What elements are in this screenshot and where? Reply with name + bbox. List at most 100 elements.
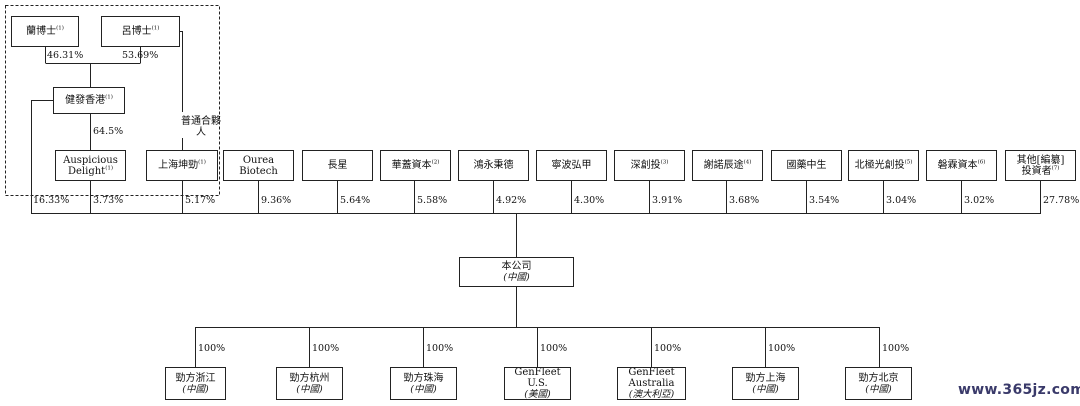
shareholder-box-other-investors: 其他[編纂] 投資者(7) [1005,150,1076,181]
shareholder-name-line2: Delight [68,165,106,177]
pct-hongyong-bingde: 4.92% [496,195,527,206]
founder-box-lan: 蘭博士(1) [11,16,79,47]
shareholder-note: (3) [660,159,669,166]
subsidiary-box-hangzhou: 勁方杭州 (中國) [276,367,343,400]
subsidiary-box-genfleet-australia: GenFleet Australia (澳大利亞) [617,367,686,400]
pct-panlin-capital: 3.02% [964,195,995,206]
shareholder-box-ourea-biotech: Ourea Biotech [223,150,294,181]
subsidiary-jurisdiction: (中國) [410,383,437,395]
shareholder-note: (2) [431,159,440,166]
subsidiary-name-line2: Australia [628,378,675,389]
shareholder-box-shenzhen-capital: 深創投(3) [614,150,685,181]
pct-sinopharm-zhongsheng: 3.54% [809,195,840,206]
shareholder-note: (4) [743,159,752,166]
pct-northern-light: 3.04% [886,195,917,206]
pct-jianfa-company: 16.33% [33,195,70,206]
pct-ourea-biotech: 9.36% [261,195,292,206]
shareholder-box-shanghai-kunjin: 上海坤勁(1) [146,150,218,181]
shareholder-note: (5) [904,159,913,166]
pct-lan-jianfa: 46.31% [47,50,84,61]
founder-name-lan: 蘭博士 [26,26,57,37]
shareholder-box-auspicious-delight: Auspicious Delight(1) [55,150,126,181]
pct-changxing: 5.64% [340,195,371,206]
company-box: 本公司 (中國) [459,257,574,287]
shareholder-note: (6) [977,159,986,166]
jianfa-hk-note: (1) [105,94,113,101]
subsidiary-jurisdiction: (中國) [182,383,209,395]
shareholder-name: 鴻永秉德 [473,160,514,171]
shareholder-box-northern-light: 北極光創投(5) [848,150,919,181]
subsidiary-name: 勁方珠海 [403,372,444,384]
pct-lu-jianfa: 53.69% [122,50,159,61]
pct-ningbo-hongjia: 4.30% [574,195,605,206]
watermark: www.365jz.com [958,382,1080,398]
company-name: 本公司 [501,261,532,272]
shareholder-box-panlin-capital: 磐霖資本(6) [926,150,997,181]
founder-note-lu: (1) [151,25,160,32]
shareholder-note: (1) [105,165,113,172]
shareholder-name-line2: 投資者 [1021,165,1052,177]
company-jurisdiction: (中國) [503,272,530,283]
shareholder-name: 謝諾辰途 [703,160,744,171]
shareholder-name-line1: Auspicious [63,154,118,166]
shareholder-box-changxing: 長星 [302,150,373,181]
pct-shanghai-kunjin: 5.17% [185,195,216,206]
shareholder-box-hongyong-bingde: 鴻永秉德 [458,150,529,181]
founder-name-lu: 呂博士 [121,26,152,37]
shareholder-name-line2: Biotech [239,165,278,177]
founder-group-border [5,5,220,196]
pct-sub-hangzhou: 100% [312,343,340,354]
founder-note-lan: (1) [56,25,64,32]
jianfa-hk-name: 健發香港 [65,95,106,106]
shareholder-box-sinopharm-zhongsheng: 國藥中生 [771,150,842,181]
general-partner-label: 普通合夥人 [181,116,221,138]
subsidiary-jurisdiction: (中國) [752,383,779,395]
pct-sub-genfleet-us: 100% [540,343,568,354]
subsidiary-name: 勁方浙江 [175,372,216,384]
founder-box-lu: 呂博士(1) [101,16,180,47]
subsidiary-box-zhejiang: 勁方浙江 (中國) [165,367,226,400]
pct-shenzhen-capital: 3.91% [652,195,683,206]
subsidiary-box-zhuhai: 勁方珠海 (中國) [390,367,457,400]
shareholder-name-line1: Ourea [242,154,275,166]
subsidiary-jurisdiction: (中國) [296,383,323,395]
shareholder-name: 深創投 [630,160,661,171]
pct-other-investors: 27.78% [1043,195,1080,206]
subsidiary-jurisdiction: (中國) [865,383,892,395]
shareholder-box-xienuo-chentu: 謝諾辰途(4) [692,150,763,181]
pct-huagai-capital: 5.58% [417,195,448,206]
subsidiary-name: 勁方北京 [858,372,899,384]
shareholder-box-huagai-capital: 華蓋資本(2) [380,150,451,181]
subsidiary-box-genfleet-us: GenFleet U.S. (美國) [504,367,571,400]
shareholder-name: 國藥中生 [786,160,827,171]
pct-sub-zhejiang: 100% [198,343,226,354]
subsidiary-jurisdiction: (澳大利亞) [628,389,675,400]
pct-sub-genfleet-australia: 100% [654,343,682,354]
subsidiary-name-line2: U.S. [527,378,548,389]
pct-sub-beijing: 100% [882,343,910,354]
pct-sub-shanghai: 100% [768,343,796,354]
pct-auspicious-delight: 3.73% [93,195,124,206]
shareholder-name-line1: 其他[編纂] [1016,154,1065,166]
pct-jianfa-auspicious: 64.5% [93,126,124,137]
subsidiary-box-beijing: 勁方北京 (中國) [845,367,912,400]
subsidiary-box-shanghai: 勁方上海 (中國) [732,367,799,400]
shareholder-name: 上海坤勁 [158,160,199,171]
subsidiary-name-line1: GenFleet [628,367,675,378]
pct-xienuo-chentu: 3.68% [729,195,760,206]
shareholder-name: 華蓋資本 [391,160,432,171]
shareholder-name: 長星 [327,160,348,171]
shareholder-name: 北極光創投 [854,160,905,171]
shareholder-note: (1) [198,159,206,166]
subsidiary-jurisdiction: (美國) [524,389,551,400]
subsidiary-name: 勁方上海 [745,372,786,384]
pct-sub-zhuhai: 100% [426,343,454,354]
subsidiary-name-line1: GenFleet [514,367,561,378]
shareholder-name: 寧波弘甲 [551,160,592,171]
jianfa-hk-box: 健發香港(1) [53,87,125,114]
subsidiary-name: 勁方杭州 [289,372,330,384]
shareholder-note: (7) [1051,165,1060,172]
shareholder-box-ningbo-hongjia: 寧波弘甲 [536,150,607,181]
shareholder-name: 磐霖資本 [937,160,978,171]
